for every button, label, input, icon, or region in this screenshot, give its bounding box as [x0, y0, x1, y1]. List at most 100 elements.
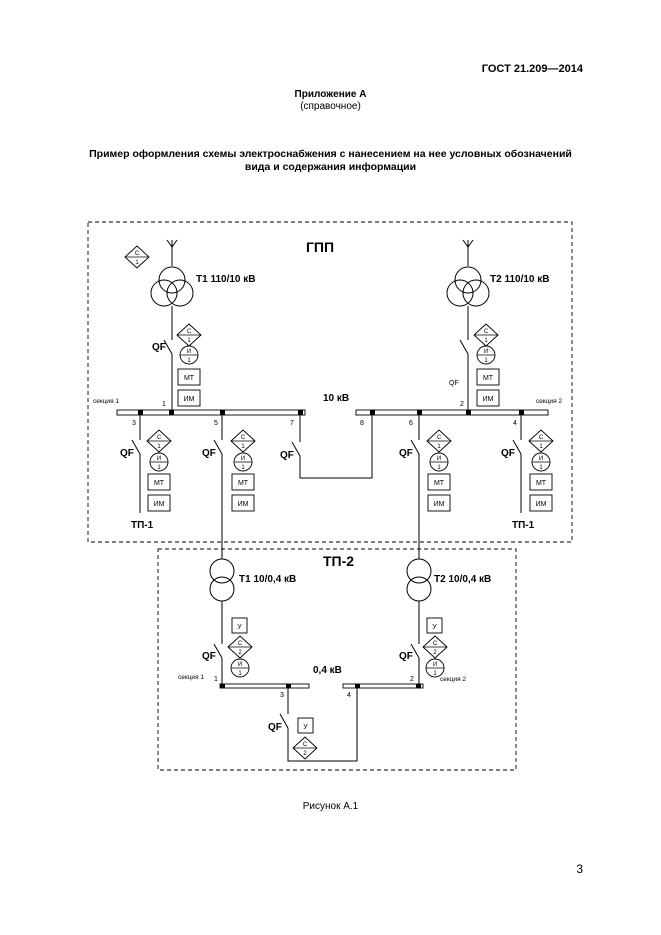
- f6-im-box: ИМ: [427, 494, 451, 512]
- t1-mt-box: МТ: [177, 368, 201, 386]
- svg-text:И: И: [157, 456, 161, 462]
- svg-text:4: 4: [347, 692, 351, 699]
- qf-label-t2: QF: [449, 380, 459, 387]
- svg-text:И: И: [187, 349, 191, 355]
- svg-text:МТ: МТ: [154, 480, 165, 487]
- svg-text:1: 1: [162, 401, 166, 408]
- svg-text:2: 2: [433, 650, 437, 656]
- svg-text:1: 1: [539, 444, 543, 450]
- svg-text:7: 7: [290, 420, 294, 427]
- qf-label-t1: QF: [152, 342, 166, 353]
- svg-text:1: 1: [157, 444, 161, 450]
- svg-text:8: 8: [360, 420, 364, 427]
- t1-qf-circle: И 1: [179, 345, 199, 365]
- svg-text:2: 2: [238, 650, 242, 656]
- svg-text:И: И: [433, 662, 437, 668]
- svg-text:И: И: [484, 349, 488, 355]
- qf-label-f5: QF: [202, 448, 216, 459]
- svg-text:С: С: [241, 435, 246, 441]
- svg-text:1: 1: [437, 444, 441, 450]
- t1-qf-diamond: С 1: [176, 323, 202, 347]
- f4-im-box: ИМ: [529, 494, 553, 512]
- section-1-label-10kv: секция 1: [93, 398, 119, 405]
- svg-text:2: 2: [460, 401, 464, 408]
- tp2-label: ТП-2: [323, 553, 354, 569]
- svg-text:С: С: [539, 435, 544, 441]
- t2-tp-label: Т2 10/0,4 кВ: [434, 574, 491, 585]
- svg-text:3: 3: [132, 420, 136, 427]
- svg-text:1: 1: [437, 465, 441, 471]
- tp1-left-label: ТП-1: [131, 520, 154, 531]
- f4-circle: И 1: [531, 452, 551, 472]
- t2-mt-box: МТ: [476, 368, 500, 386]
- section-1-label-04kv: секция 1: [178, 674, 204, 681]
- bus-04kv-section-2: [342, 683, 424, 689]
- svg-text:ИМ: ИМ: [434, 501, 445, 508]
- page-number: 3: [576, 862, 583, 876]
- svg-text:МТ: МТ: [434, 480, 445, 487]
- svg-text:ИМ: ИМ: [238, 501, 249, 508]
- svg-text:МТ: МТ: [536, 480, 547, 487]
- bus-04kv-label: 0,4 кВ: [313, 665, 342, 676]
- tp-t2-circle: И 1: [425, 658, 445, 678]
- tp2-boundary: [157, 548, 517, 771]
- t2-gpp-label: Т2 110/10 кВ: [490, 274, 550, 285]
- qf-label-tie-04kv: QF: [268, 722, 282, 733]
- svg-text:ИМ: ИМ: [536, 501, 547, 508]
- svg-text:3: 3: [280, 692, 284, 699]
- svg-text:С: С: [433, 641, 438, 647]
- svg-text:ИМ: ИМ: [154, 501, 165, 508]
- svg-text:2: 2: [410, 676, 414, 683]
- qf-label-f3: QF: [120, 448, 134, 459]
- f3-mt-box: МТ: [147, 473, 171, 491]
- t1-im-box: ИМ: [177, 389, 201, 407]
- qf-label-tp-t1: QF: [202, 651, 216, 662]
- svg-text:1: 1: [214, 676, 218, 683]
- tp-t1-u-box: У: [231, 617, 248, 634]
- bus-04kv-section-1: [219, 683, 310, 689]
- svg-text:С: С: [484, 329, 489, 335]
- svg-text:5: 5: [214, 420, 218, 427]
- tie-diamond: С 2: [292, 736, 318, 760]
- t2-im-box: ИМ: [476, 389, 500, 407]
- gpp-label: ГПП: [306, 239, 334, 255]
- svg-text:1: 1: [484, 358, 488, 364]
- svg-text:И: И: [437, 456, 441, 462]
- appendix-note: (справочное): [300, 101, 361, 112]
- bus-10kv-section-2: [355, 409, 549, 416]
- f5-diamond: С 1: [230, 429, 256, 453]
- section-2-label-10kv: секция 2: [536, 398, 562, 405]
- svg-text:1: 1: [241, 465, 245, 471]
- figure-caption: Рисунок А.1: [302, 801, 359, 812]
- t1-gpp-label: Т1 110/10 кВ: [196, 274, 256, 285]
- appendix-title: Приложение А: [294, 89, 367, 100]
- svg-text:С: С: [157, 435, 162, 441]
- tp1-right-label: ТП-1: [512, 520, 535, 531]
- bus-10kv-section-1: [116, 409, 306, 416]
- svg-text:2: 2: [303, 751, 307, 757]
- f6-diamond: С 1: [426, 429, 452, 453]
- gpp-boundary: [87, 221, 573, 543]
- svg-text:С: С: [238, 641, 243, 647]
- tp-t1-diamond: С 2: [227, 635, 253, 659]
- figure-title-line-1: Пример оформления схемы электроснабжения…: [89, 148, 572, 160]
- standard-number: ГОСТ 21.209—2014: [481, 63, 583, 75]
- svg-text:1: 1: [484, 338, 488, 344]
- f3-diamond: С 1: [146, 429, 172, 453]
- svg-text:МТ: МТ: [184, 375, 195, 382]
- svg-text:У: У: [303, 724, 308, 731]
- svg-text:4: 4: [513, 420, 517, 427]
- qf-label-tp-t2: QF: [399, 651, 413, 662]
- svg-text:1: 1: [539, 465, 543, 471]
- t1-tp-label: Т1 10/0,4 кВ: [239, 574, 296, 585]
- qf-label-f4: QF: [501, 448, 515, 459]
- tp-t1-circle: И 1: [230, 658, 250, 678]
- svg-text:1: 1: [238, 671, 242, 677]
- svg-text:ИМ: ИМ: [483, 396, 494, 403]
- svg-text:И: И: [238, 662, 242, 668]
- tp-t2-diamond: С 2: [422, 635, 448, 659]
- f4-diamond: С 1: [528, 429, 554, 453]
- tp-t2-u-box: У: [426, 617, 443, 634]
- svg-text:ИМ: ИМ: [184, 396, 195, 403]
- svg-text:И: И: [241, 456, 245, 462]
